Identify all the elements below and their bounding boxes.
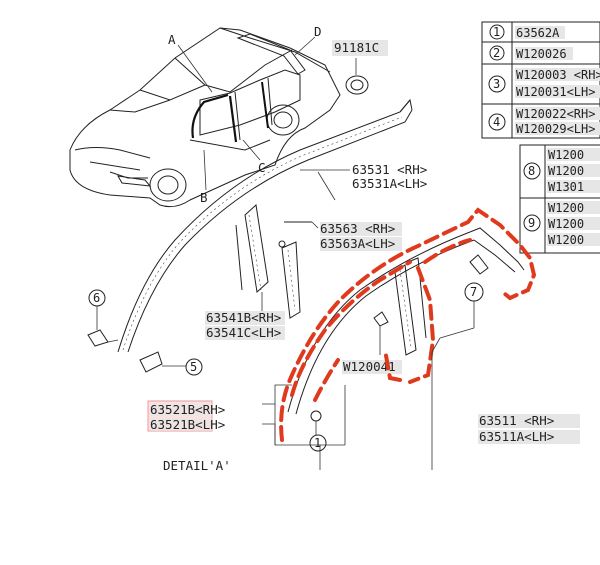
table2-row-8-part-b: W1200 — [548, 164, 584, 178]
part-63563-rh: 63563 <RH> — [320, 221, 395, 236]
circle-7-num: 7 — [470, 285, 477, 299]
circle-5-num: 5 — [190, 360, 197, 374]
table1-row-2-num: 2 — [493, 46, 500, 60]
part-63541b-rh: 63541B<RH> — [206, 310, 281, 325]
part-63531-rh: 63531 <RH> — [352, 162, 427, 177]
clip-6-group: 6 — [87, 289, 119, 347]
parts-table-1: 1 63562A 2 W120026 3 W120003 <RH> W12003… — [481, 21, 600, 139]
table2-row-9: 9 W1200 W1200 W1200 — [523, 201, 600, 247]
part-63521b-group: 63521B<RH> 63521B<LH> — [147, 384, 346, 470]
table2-row-9-part-c: W1200 — [548, 233, 584, 247]
parts-table-2: 8 W1200 W1200 W1301 9 W1200 W1200 W1200 — [519, 144, 600, 254]
part-63563a-lh: 63563A<LH> — [320, 236, 395, 251]
table1-row-4: 4 W120022<RH> W120029<LH> — [488, 107, 600, 136]
table2-row-8: 8 W1200 W1200 W1301 — [523, 148, 600, 194]
part-w120041-label: W120041 — [343, 359, 396, 374]
part-63511-rh: 63511 <RH> — [479, 413, 554, 428]
circle-1-num: 1 — [314, 436, 321, 450]
part-63531-molding: 63531 <RH> 63531A<LH> — [117, 98, 427, 353]
table2-row-9-part-a: W1200 — [548, 201, 584, 215]
table1-row-4-num: 4 — [493, 115, 500, 129]
part-63521b-lh: 63521B<LH> — [150, 417, 225, 432]
car-illustration: A B C D — [69, 24, 341, 208]
table1-row-4-part-a: W120022<RH> — [516, 107, 595, 121]
callout-b: B — [200, 190, 208, 205]
table1-row-3-part-b: W120031<LH> — [516, 85, 595, 99]
part-w120041: W120041 — [342, 359, 402, 374]
callout-d: D — [314, 24, 322, 39]
callout-c: C — [258, 160, 266, 175]
part-63531a-lh: 63531A<LH> — [352, 176, 427, 191]
table2-row-9-part-b: W1200 — [548, 217, 584, 231]
part-63563-pillar: 63563 <RH> 63563A<LH> — [278, 221, 402, 319]
detail-a-assembly — [287, 227, 525, 435]
table1-row-4-part-b: W120029<LH> — [516, 122, 595, 136]
red-highlight-outline — [279, 207, 537, 442]
table2-row-8-num: 8 — [528, 164, 535, 178]
callout-a: A — [168, 32, 176, 47]
table1-row-1-part: 63562A — [516, 26, 560, 40]
detail-a-caption: DETAIL'A' — [163, 458, 231, 473]
part-63511-group: 63511 <RH> 63511A<LH> — [431, 337, 580, 470]
table1-row-2: 2 W120026 — [489, 45, 573, 61]
table2-row-8-part-c: W1301 — [548, 180, 584, 194]
table1-row-3: 3 W120003 <RH> W120031<LH> — [488, 68, 600, 99]
part-91181c-label: 91181C — [334, 40, 379, 55]
part-91181c: 91181C — [332, 40, 388, 95]
table2-row-9-num: 9 — [528, 216, 535, 230]
circle-1-callout: 1 — [309, 434, 327, 452]
table1-row-2-part: W120026 — [516, 47, 567, 61]
part-63541c-lh: 63541C<LH> — [206, 325, 281, 340]
table1-row-3-num: 3 — [493, 77, 500, 91]
table1-row-3-part-a: W120003 <RH> — [516, 68, 600, 82]
circle-6-num: 6 — [93, 291, 100, 305]
table1-row-1-num: 1 — [493, 25, 500, 39]
part-63511a-lh: 63511A<LH> — [479, 429, 554, 444]
clip-5-group: 5 — [139, 351, 203, 376]
part-63521b-rh: 63521B<RH> — [150, 402, 225, 417]
table2-row-8-part-a: W1200 — [548, 148, 584, 162]
table1-row-1: 1 63562A — [489, 24, 565, 40]
part-63541b-pillar: 63541B<RH> 63541C<LH> — [205, 204, 285, 340]
clip-7-group: 7 — [439, 282, 484, 339]
